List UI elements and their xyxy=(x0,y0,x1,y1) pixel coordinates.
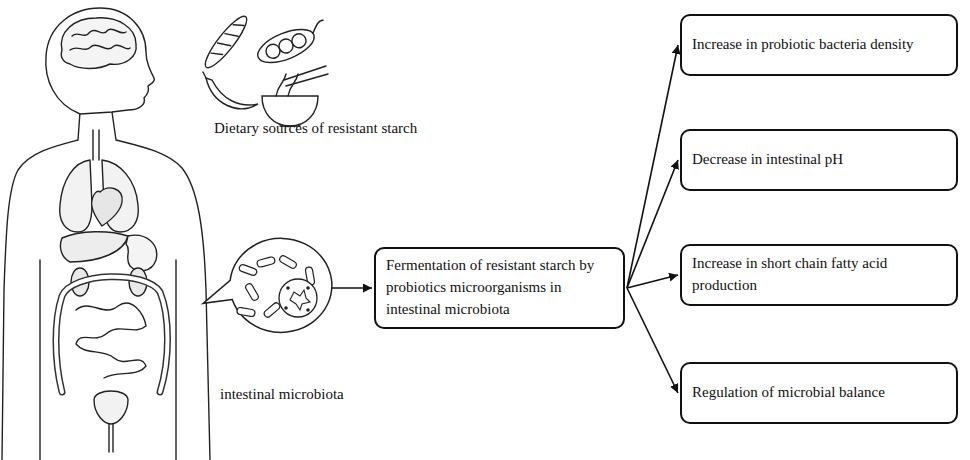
figure-label: Dietary sources of resistant starch xyxy=(214,120,417,137)
callout-bubble xyxy=(226,240,330,336)
node-label: intestinal microbiota xyxy=(220,386,344,403)
bacterium-rod xyxy=(278,254,297,269)
lung-left xyxy=(60,160,92,232)
head-outline xyxy=(46,8,155,114)
outcome-box: Decrease in intestinal pH xyxy=(680,129,958,191)
bacterium-granule xyxy=(306,308,310,312)
arrow-connector xyxy=(627,45,678,288)
brain xyxy=(61,18,136,69)
arrow-connector xyxy=(627,160,678,288)
outcome-box: Increase in short chain fatty acid produ… xyxy=(680,244,958,306)
bacterium-granule xyxy=(306,286,310,290)
process-box: Fermentation of resistant starch by prob… xyxy=(374,247,625,329)
pea-pod-icon xyxy=(253,17,331,69)
arrow-connector xyxy=(332,287,372,289)
stomach xyxy=(126,235,157,271)
urethra xyxy=(109,424,113,452)
outcome-box: Regulation of microbial balance xyxy=(680,362,958,424)
banana-icon xyxy=(203,72,258,109)
process-text: Fermentation of resistant starch by prob… xyxy=(386,255,613,320)
arrow-connector xyxy=(627,288,678,393)
large-intestine-inner xyxy=(56,277,168,392)
bacterium-rod xyxy=(237,307,256,317)
microbiota-bubble: intestinal microbiota xyxy=(226,240,330,336)
outcome-box: Increase in probiotic bacteria density xyxy=(680,14,958,76)
bacterium-nucleus xyxy=(290,290,310,310)
arrow-connector xyxy=(627,275,678,288)
outcome-text: Decrease in intestinal pH xyxy=(692,149,946,171)
heart xyxy=(92,188,123,226)
bacterium-rod xyxy=(263,302,281,319)
bubble-outline xyxy=(203,238,332,332)
large-intestine xyxy=(56,277,168,392)
bacterium-granule xyxy=(286,286,290,290)
noodle-bowl-icon xyxy=(262,66,328,126)
bacterium-rod xyxy=(244,282,259,301)
outcome-text: Increase in short chain fatty acid produ… xyxy=(692,253,946,297)
outcome-text: Increase in probiotic bacteria density xyxy=(692,34,946,56)
liver xyxy=(60,232,128,262)
bladder xyxy=(94,391,128,424)
trachea xyxy=(93,130,99,160)
body-outline xyxy=(2,112,210,460)
bacterium-rod xyxy=(238,264,257,277)
bacterium-cell xyxy=(279,279,317,317)
bacterium-granule xyxy=(284,306,288,310)
bacterium-rod xyxy=(256,256,275,267)
brain-folds xyxy=(70,29,130,50)
outcome-text: Regulation of microbial balance xyxy=(692,382,946,404)
small-intestine xyxy=(76,303,146,378)
baguette-icon xyxy=(200,12,252,72)
